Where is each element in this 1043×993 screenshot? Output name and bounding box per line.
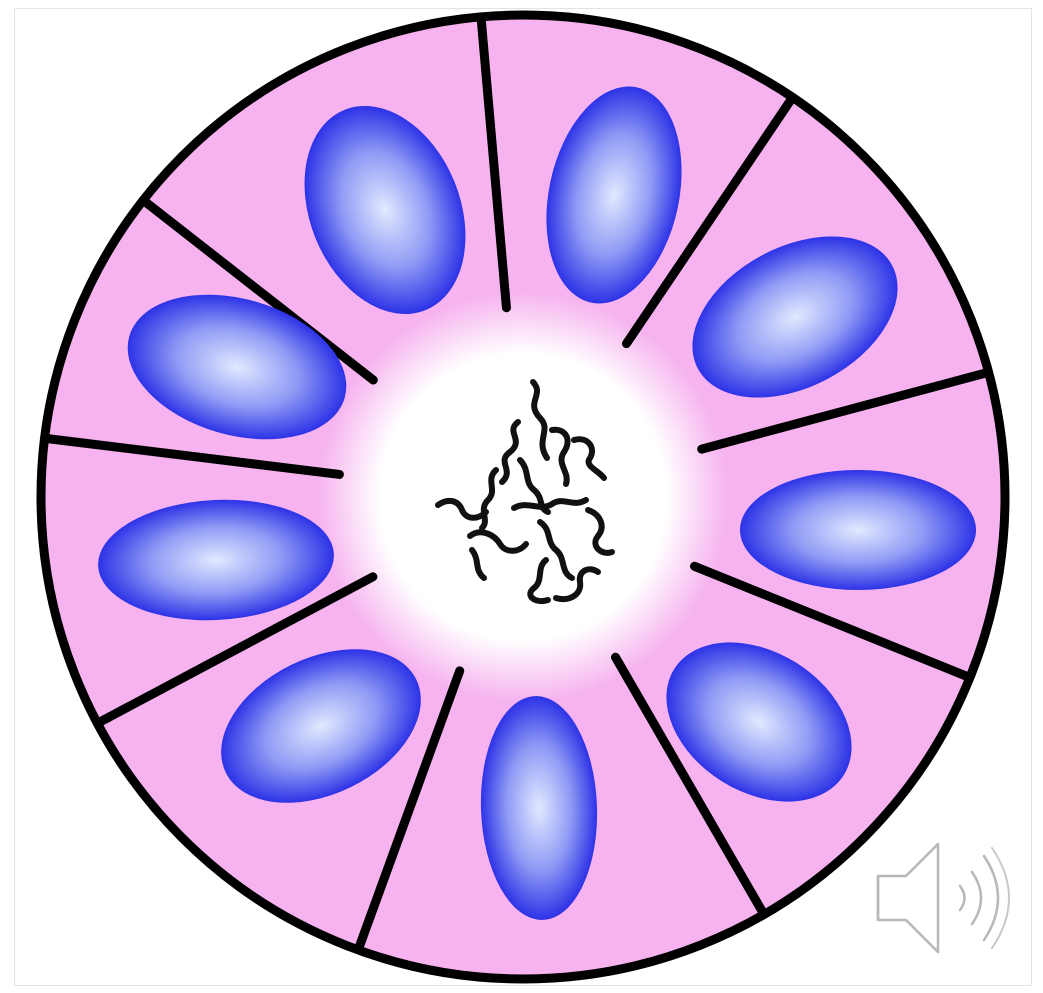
speaker-icon-graphic	[872, 838, 1022, 958]
speaker-icon[interactable]	[872, 838, 1022, 958]
nucleus-cell-4	[740, 470, 976, 590]
central-lumen	[318, 292, 728, 702]
